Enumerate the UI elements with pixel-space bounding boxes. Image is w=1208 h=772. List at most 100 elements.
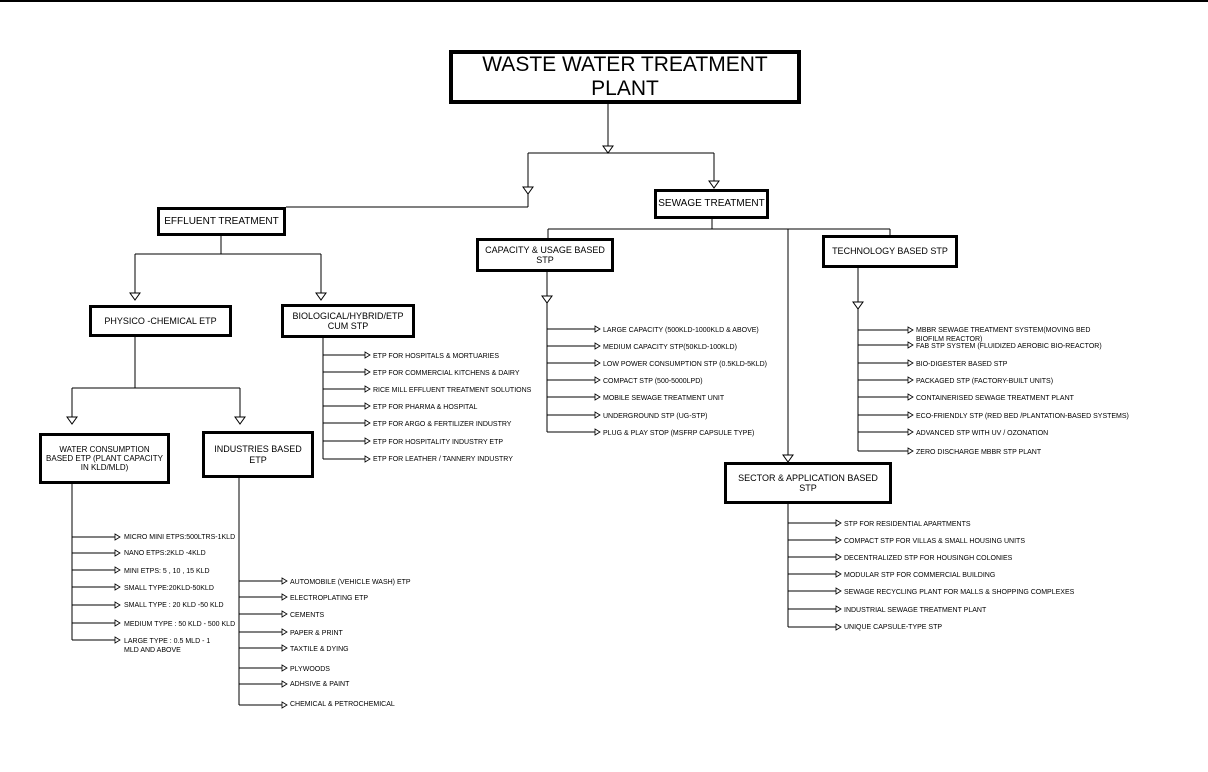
arrowhead-right [281,593,288,601]
biological-item-1: ETP FOR COMMERCIAL KITCHENS & DAIRY [373,370,520,377]
technology-item-6: ADVANCED STP WITH UV / OZONATION [916,430,1049,437]
sector-item-6: UNIQUE CAPSULE-TYPE STP [844,624,943,631]
arrowhead-right [907,393,914,401]
arrowhead-down [541,295,553,304]
root-title: WASTE WATER TREATMENT PLANT [482,52,768,100]
industries-based-node: INDUSTRIES BASED ETP [202,431,314,478]
effluent-treatment-node: EFFLUENT TREATMENT [157,207,286,236]
technology-item-1: FAB STP SYSTEM (FLUIDIZED AEROBIC BIO-RE… [916,343,1102,350]
sector-item-5: INDUSTRIAL SEWAGE TREATMENT PLANT [844,607,987,614]
industries-item-5: PLYWOODS [290,666,330,673]
capacity-usage-label: CAPACITY & USAGE BASED STP [485,244,605,265]
arrowhead-right [594,393,601,401]
water-item-0: MICRO MINI ETPS:500LTRS-1KLD [124,534,236,541]
sector-item-1: COMPACT STP FOR VILLAS & SMALL HOUSING U… [844,538,1026,545]
arrowhead-right [281,701,288,709]
water-consumption-node: WATER CONSUMPTION BASED ETP (PLANT CAPAC… [39,433,170,484]
arrowhead-right [907,411,914,419]
arrowhead-down [708,180,720,189]
arrowhead-right [594,325,601,333]
arrowhead-down [602,145,614,154]
arrowhead-right [835,605,842,613]
arrowhead-down [129,292,141,301]
industries-item-6: ADHSIVE & PAINT [290,681,350,688]
sector-item-4: SEWAGE RECYCLING PLANT FOR MALLS & SHOPP… [844,589,1075,596]
biological-item-6: ETP FOR LEATHER / TANNERY INDUSTRY [373,456,513,463]
arrowhead-right [594,359,601,367]
arrowhead-right [835,553,842,561]
arrowhead-right [364,351,371,359]
arrowhead-right [281,680,288,688]
physico-chemical-label: PHYSICO -CHEMICAL ETP [104,315,217,326]
arrowhead-right [281,644,288,652]
water-item-2: MINI ETPS: 5 , 10 , 15 KLD [124,568,210,575]
capacity-item-5: UNDERGROUND STP (UG-STP) [603,413,708,420]
industries-item-2: CEMENTS [290,612,325,619]
capacity-item-2: LOW POWER CONSUMPTION STP (0.5KLD-5KLD) [603,361,768,368]
industries-item-4: TAXTILE & DYING [290,646,349,653]
top-border [0,0,1208,2]
arrowhead-right [281,664,288,672]
arrowhead-right [907,341,914,349]
arrowhead-right [835,570,842,578]
sector-application-label: SECTOR & APPLICATION BASED STP [738,472,878,493]
arrowhead-down [522,186,534,195]
biological-item-4: ETP FOR ARGO & FERTILIZER INDUSTRY [373,421,512,428]
capacity-item-6: PLUG & PLAY STOP (MSFRP CAPSULE TYPE) [603,430,755,437]
arrowhead-right [594,411,601,419]
arrowhead-right [835,623,842,631]
biological-node: BIOLOGICAL/HYBRID/ETP CUM STP [281,304,415,338]
technology-item-0: MBBR SEWAGE TREATMENT SYSTEM(MOVING BED … [916,327,1091,343]
arrowhead-down [852,301,864,310]
effluent-treatment-label: EFFLUENT TREATMENT [164,215,279,227]
water-item-4: SMALL TYPE : 20 KLD -50 KLD [124,602,224,609]
arrowhead-right [594,376,601,384]
capacity-item-1: MEDIUM CAPACITY STP(50KLD-100KLD) [603,344,737,351]
capacity-item-0: LARGE CAPACITY (500KLD-1000KLD & ABOVE) [603,327,759,334]
arrowhead-right [114,601,121,609]
biological-label: BIOLOGICAL/HYBRID/ETP CUM STP [292,310,404,331]
industries-item-0: AUTOMOBILE (VEHICLE WASH) ETP [290,579,411,586]
biological-item-3: ETP FOR PHARMA & HOSPITAL [373,404,478,411]
arrowhead-right [364,437,371,445]
biological-item-5: ETP FOR HOSPITALITY INDUSTRY ETP [373,439,504,446]
water-item-6: LARGE TYPE : 0.5 MLD - 1 MLD AND ABOVE [124,638,211,654]
capacity-usage-node: CAPACITY & USAGE BASED STP [476,238,614,272]
arrowhead-right [114,533,121,541]
arrowhead-right [364,385,371,393]
technology-based-label: TECHNOLOGY BASED STP [832,246,948,257]
industries-based-label: INDUSTRIES BASED ETP [214,444,302,465]
arrowhead-right [114,619,121,627]
arrowhead-down [782,454,794,463]
arrowhead-right [594,428,601,436]
water-item-3: SMALL TYPE:20KLD-50KLD [124,585,214,592]
arrowhead-right [907,326,914,334]
arrowhead-right [281,628,288,636]
technology-item-3: PACKAGED STP (FACTORY-BUILT UNITS) [916,378,1054,385]
technology-item-4: CONTAINERISED SEWAGE TREATMENT PLANT [916,395,1074,402]
arrowhead-down [315,292,327,301]
capacity-item-4: MOBILE SEWAGE TREATMENT UNIT [603,395,725,402]
biological-item-0: ETP FOR HOSPITALS & MORTUARIES [373,353,500,360]
arrowhead-right [835,536,842,544]
water-consumption-label: WATER CONSUMPTION BASED ETP (PLANT CAPAC… [46,444,163,473]
sewage-treatment-node: SEWAGE TREATMENT [654,189,769,219]
industries-item-3: PAPER & PRINT [290,630,343,637]
arrowhead-right [281,610,288,618]
arrowhead-right [114,549,121,557]
arrowhead-right [364,368,371,376]
arrowhead-right [907,376,914,384]
industries-item-7: CHEMICAL & PETROCHEMICAL [290,701,395,708]
capacity-item-3: COMPACT STP (500-5000LPD) [603,378,703,385]
physico-chemical-node: PHYSICO -CHEMICAL ETP [89,305,232,337]
technology-item-2: BIO-DIGESTER BASED STP [916,361,1008,368]
industries-item-1: ELECTROPLATING ETP [290,595,369,602]
sewage-treatment-label: SEWAGE TREATMENT [658,198,765,210]
technology-based-node: TECHNOLOGY BASED STP [822,235,958,268]
biological-item-2: RICE MILL EFFLUENT TREATMENT SOLUTIONS [373,387,532,394]
arrowhead-right [364,402,371,410]
arrowhead-right [907,359,914,367]
arrowhead-right [281,577,288,585]
arrowhead-down [66,416,78,425]
